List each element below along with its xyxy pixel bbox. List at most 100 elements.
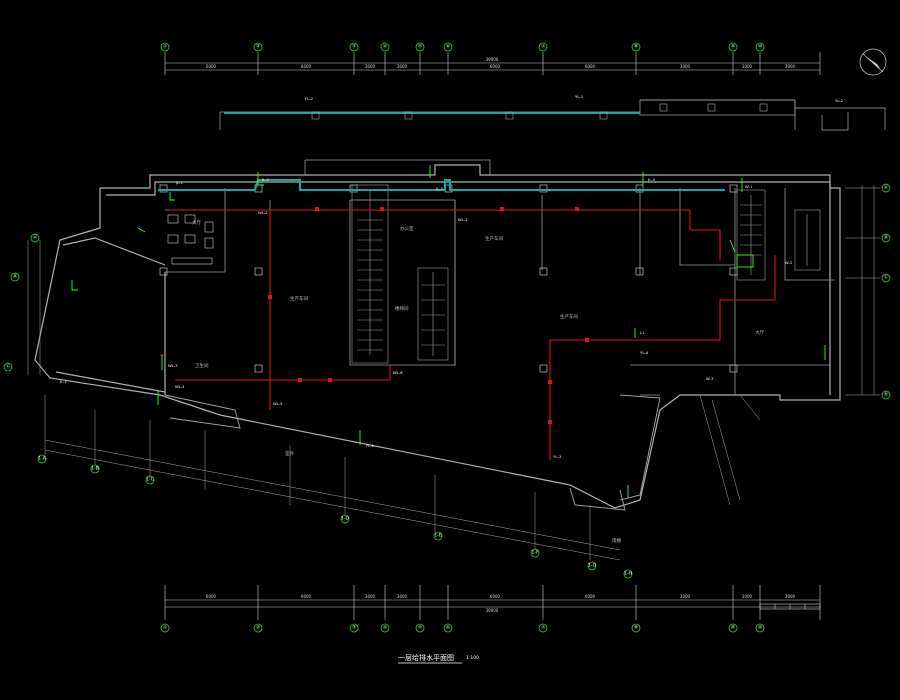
grid-bottom-3: ③ bbox=[352, 625, 356, 631]
grid-diag-2: 1-B bbox=[91, 466, 98, 472]
dim-bottom-1: 6000 bbox=[206, 594, 217, 599]
grid-diag-7: 1-G bbox=[588, 563, 597, 569]
pipe-tag-18: JL-1 bbox=[59, 379, 68, 384]
canopy-tag-2: YL-1 bbox=[575, 94, 584, 99]
dim-top-9: 3000 bbox=[785, 64, 796, 69]
dim-bottom-total: 39000 bbox=[486, 608, 499, 613]
grid-top-7: ⑦ bbox=[541, 44, 545, 50]
grid-left-1: Ⓐ bbox=[33, 234, 38, 241]
grid-diag-3: 1-C bbox=[146, 477, 154, 483]
diagonal-grid-bubbles: 1-A 1-B 1-C 1-D 1-E 1-F 1-G 1-H bbox=[37, 454, 633, 579]
building-walls bbox=[34, 164, 841, 509]
top-dimension-lines bbox=[164, 52, 821, 75]
pipe-tag-10: WL-6 bbox=[393, 370, 403, 375]
grid-top-10: ⑩ bbox=[758, 44, 762, 50]
room-label-5: 楼梯间 bbox=[395, 305, 409, 312]
dim-top-2: 6000 bbox=[301, 64, 312, 69]
grid-right-1: Ⓐ bbox=[884, 184, 889, 191]
dim-top-3: 3000 bbox=[365, 64, 376, 69]
top-dimension-text: 6000 6000 3000 3000 6000 6000 3000 3000 … bbox=[206, 57, 796, 69]
stair-core-center bbox=[351, 184, 449, 364]
grid-bottom-10: ⑩ bbox=[758, 625, 762, 631]
pipe-tag-17: W-3 bbox=[706, 376, 714, 381]
dim-bottom-8: 3000 bbox=[742, 594, 753, 599]
grid-top-5: ⑤ bbox=[418, 44, 422, 50]
grid-bottom-8: ⑧ bbox=[634, 625, 638, 631]
grid-diag-1: 1-A bbox=[38, 456, 46, 462]
left-grid-bubbles: Ⓐ Ⓑ Ⓒ bbox=[3, 234, 40, 372]
dim-bottom-7: 3000 bbox=[680, 594, 691, 599]
pipe-tag-15: W-1 bbox=[745, 184, 753, 189]
room-label-8: 大厅 bbox=[755, 329, 764, 336]
interior-walls bbox=[165, 159, 835, 396]
canopy-tag-1: FL-2 bbox=[305, 96, 314, 101]
canopy-tag-3: YL-2 bbox=[835, 98, 844, 103]
grid-right-2: Ⓑ bbox=[884, 234, 889, 241]
dim-bottom-3: 3000 bbox=[365, 594, 376, 599]
room-label-6: 卫生间 bbox=[195, 362, 209, 369]
plumbing-fixtures bbox=[71, 165, 826, 498]
pipe-tag-3: JL-3 bbox=[435, 186, 444, 191]
drawing-title: 一层给排水平面图 bbox=[398, 653, 454, 662]
grid-left-2: Ⓑ bbox=[13, 273, 18, 280]
room-label-4: 办公室 bbox=[400, 225, 414, 232]
right-grid-bubbles: Ⓐ Ⓑ Ⓒ Ⓓ bbox=[881, 184, 891, 400]
grid-bottom-2: ② bbox=[256, 625, 260, 631]
left-dimension-lines bbox=[27, 240, 41, 375]
pipe-tag-12: YL-3 bbox=[553, 454, 562, 459]
stair-core-right bbox=[736, 189, 821, 281]
grid-top-8: ⑧ bbox=[634, 44, 638, 50]
pipe-tag-11: FL-1 bbox=[366, 443, 375, 448]
pipe-tags: JL-1 JL-2 JL-3 JL-4 WL-1 WL-2 WL-3 WL-4 … bbox=[59, 177, 793, 459]
pipe-tag-2: JL-2 bbox=[261, 177, 270, 182]
grid-diag-6: 1-F bbox=[531, 550, 538, 556]
pipe-tag-5: WL-1 bbox=[458, 217, 468, 222]
lower-wing bbox=[164, 394, 661, 511]
toilet-block bbox=[167, 214, 214, 265]
structural-columns bbox=[159, 184, 738, 373]
drawing-scale: 1:100 bbox=[466, 655, 479, 661]
diagonal-axes bbox=[44, 394, 761, 561]
dim-top-6: 6000 bbox=[585, 64, 596, 69]
dim-top-total: 39000 bbox=[486, 57, 499, 62]
dim-bottom-6: 6000 bbox=[585, 594, 596, 599]
room-label-3: 生产车间 bbox=[485, 235, 503, 242]
dim-bottom-4: 3000 bbox=[397, 594, 408, 599]
grid-diag-4: 1-D bbox=[341, 516, 349, 522]
bottom-dimension-lines bbox=[164, 585, 821, 620]
bottom-dimension-text: 6000 6000 3000 3000 6000 6000 3000 3000 … bbox=[206, 594, 796, 613]
dim-top-4: 3000 bbox=[397, 64, 408, 69]
pipe-tag-1: JL-1 bbox=[175, 180, 184, 185]
pipe-tag-8: WL-4 bbox=[175, 384, 185, 389]
grid-right-3: Ⓒ bbox=[884, 274, 889, 281]
room-label-2: 生产车间 bbox=[290, 295, 308, 302]
pipe-valves bbox=[268, 207, 589, 424]
pipe-tag-13: YL-4 bbox=[640, 350, 649, 355]
grid-bottom-7: ⑦ bbox=[541, 625, 545, 631]
dim-top-1: 6000 bbox=[206, 64, 217, 69]
dim-bottom-9: 3000 bbox=[785, 594, 796, 599]
grid-top-2: ② bbox=[256, 44, 260, 50]
dim-top-7: 3000 bbox=[680, 64, 691, 69]
grid-diag-5: 1-E bbox=[434, 533, 441, 539]
pipe-tag-4: JL-4 bbox=[647, 177, 656, 182]
room-label-1: 大厅 bbox=[192, 219, 201, 226]
grid-right-4: Ⓓ bbox=[884, 391, 889, 398]
right-dimension-lines bbox=[845, 185, 880, 396]
grid-bottom-6: ⑥ bbox=[446, 625, 450, 631]
grid-bottom-1: ① bbox=[163, 625, 167, 631]
top-grid-bubbles: ① ② ③ ④ ⑤ ⑥ ⑦ ⑧ ⑨ ⑩ bbox=[160, 42, 765, 52]
pipe-tag-14: J-1 bbox=[639, 330, 645, 335]
pipe-tag-9: WL-5 bbox=[273, 401, 283, 406]
dim-bottom-5: 6000 bbox=[490, 594, 501, 599]
dim-top-5: 6000 bbox=[490, 64, 501, 69]
pipe-tag-6: WL-2 bbox=[258, 210, 268, 215]
grid-bottom-4: ④ bbox=[383, 625, 387, 631]
room-label-10: 雨棚 bbox=[612, 537, 621, 544]
canopy-columns bbox=[311, 103, 768, 120]
bottom-grid-bubbles: ① ② ③ ④ ⑤ ⑥ ⑦ ⑧ ⑨ ⑩ bbox=[160, 623, 765, 633]
grid-diag-8: 1-H bbox=[624, 571, 632, 577]
pipe-tag-16: W-2 bbox=[785, 260, 793, 265]
supply-pipes bbox=[160, 209, 776, 460]
